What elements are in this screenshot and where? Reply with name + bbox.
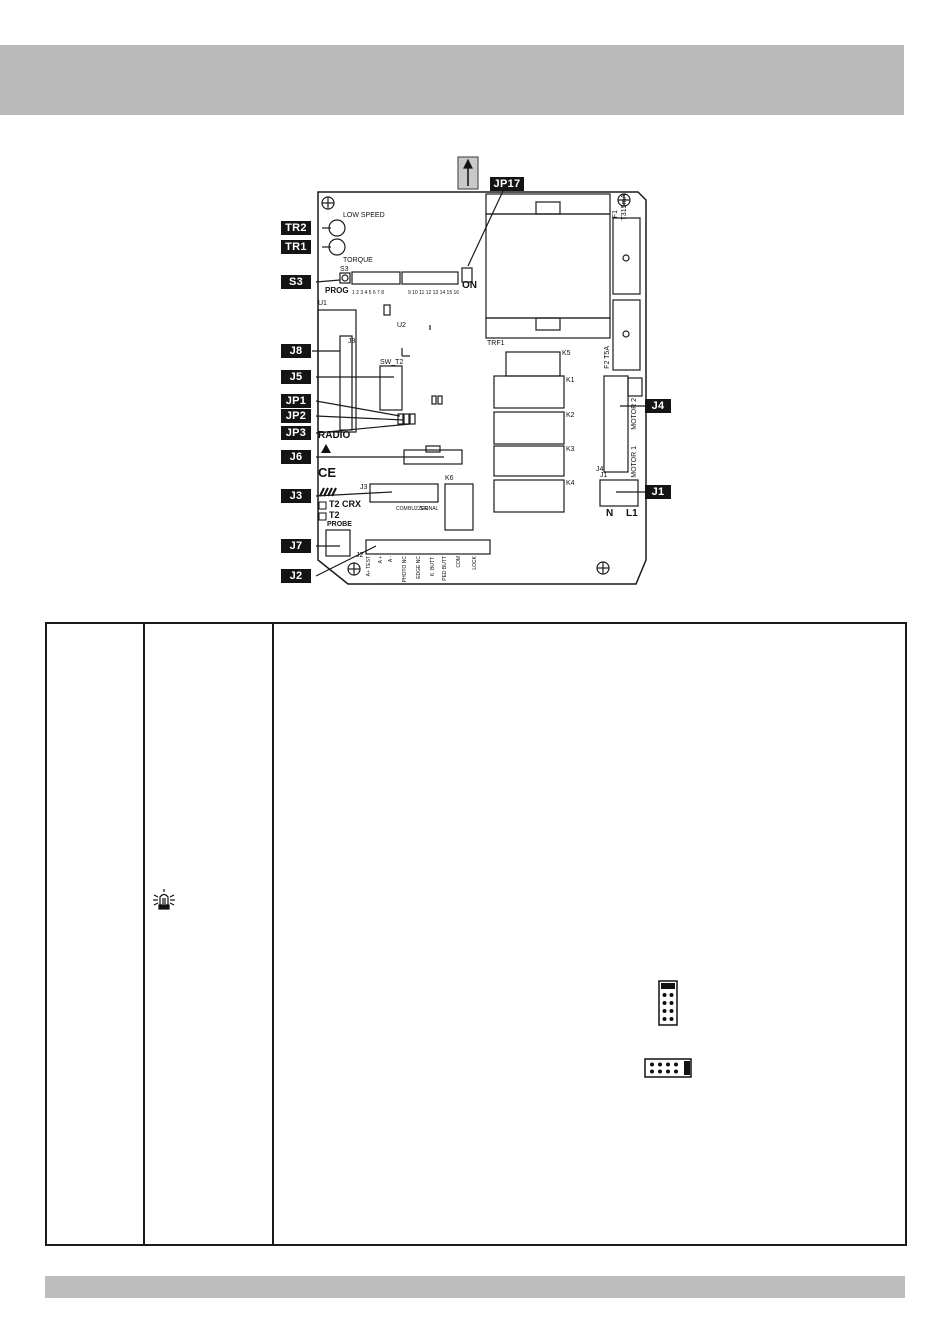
terminal-label: EDGE NC	[416, 556, 422, 579]
terminal-label: A +	[378, 556, 384, 564]
terminal-label: PHOTO NC	[402, 556, 408, 583]
jumper-vertical-icon	[658, 980, 678, 1026]
ce-mark: CE	[318, 465, 337, 480]
callout-j3: J3	[281, 489, 311, 503]
u1-label: U1	[318, 300, 327, 307]
motor1-label: MOTOR 1	[631, 446, 638, 478]
k1-label: K1	[566, 377, 575, 384]
j2-small-label: J2	[356, 552, 364, 559]
fuse1-label: T315mA	[621, 194, 628, 221]
k4-label: K4	[566, 480, 575, 487]
sw-t2-label: SW_T2	[380, 359, 404, 366]
l1-label: L1	[626, 508, 638, 519]
terminal-label: A -	[388, 556, 394, 563]
low-speed-label: LOW SPEED	[343, 212, 385, 219]
on-label: ON	[462, 280, 477, 291]
callout-j7: J7	[281, 539, 311, 553]
k2-label: K2	[566, 412, 575, 419]
callout-jp17: JP17	[490, 177, 524, 191]
callout-j2: J2	[281, 569, 311, 583]
up-arrow-icon	[457, 156, 479, 190]
callout-tr1: TR1	[281, 240, 311, 254]
motor2-label: MOTOR 2	[631, 398, 638, 430]
k6-label: K6	[445, 475, 454, 482]
callout-j5: J5	[281, 370, 311, 384]
k5-label: K5	[562, 350, 571, 357]
callout-tr2: TR2	[281, 221, 311, 235]
callout-j1: J1	[645, 485, 671, 499]
flashing-lamp-icon	[153, 889, 175, 910]
probe-label: PROBE	[327, 521, 352, 528]
t2crx-label: T2 CRX	[329, 499, 362, 509]
radio-label: RADIO	[318, 430, 351, 441]
callout-jp1: JP1	[281, 394, 311, 408]
j4-small-label: J4	[596, 466, 604, 473]
terminal-label: A+ TEST	[366, 556, 372, 577]
k3-label: K3	[566, 446, 575, 453]
prog-label: PROG	[325, 286, 349, 295]
torque-label: TORQUE	[343, 257, 373, 264]
callout-s3: S3	[281, 275, 311, 289]
table-column-2	[145, 624, 274, 1244]
signal-label: SIGNAL	[420, 506, 439, 512]
settings-table	[45, 622, 907, 1246]
callout-j4: J4	[645, 399, 671, 413]
terminal-label: LOCK	[472, 556, 478, 570]
f1-label: F1	[612, 210, 619, 219]
header-band	[0, 45, 904, 115]
terminal-label: COM	[456, 556, 462, 568]
buzzer-label: BUZZER	[408, 506, 428, 512]
j8-small-label: J8	[348, 338, 356, 345]
callout-j8: J8	[281, 344, 311, 358]
table-column-3	[274, 624, 905, 1244]
control-board-diagram	[312, 156, 647, 585]
j1-small-label: J1	[600, 472, 608, 479]
dip-labels-b: 9 10 11 12 13 14 15 16	[408, 290, 460, 296]
t2-label: T2	[329, 510, 340, 520]
callout-jp2: JP2	[281, 409, 311, 423]
dip-labels-a: 1 2 3 4 5 6 7 8	[352, 290, 384, 296]
s3-small-label: S3	[340, 266, 349, 273]
callout-jp3: JP3	[281, 426, 311, 440]
terminal-labels: A+ TEST A + A - PHOTO NC EDGE NC K. BUTT…	[366, 556, 496, 586]
callout-j6: J6	[281, 450, 311, 464]
jumper-horizontal-icon	[644, 1058, 692, 1078]
j3-small-label: J3	[360, 484, 368, 491]
n-label: N	[606, 508, 614, 519]
terminal-label: PED BUTT	[442, 556, 448, 581]
screw-mount-icon	[321, 193, 631, 576]
u2-label: U2	[397, 322, 406, 329]
com-label: COM	[396, 506, 408, 512]
footer-band	[45, 1276, 905, 1298]
trf1-label: TRF1	[487, 340, 505, 347]
table-column-1	[47, 624, 145, 1244]
fuse2-label: F2 T5A	[604, 346, 611, 369]
terminal-label: K. BUTT.	[430, 556, 436, 577]
